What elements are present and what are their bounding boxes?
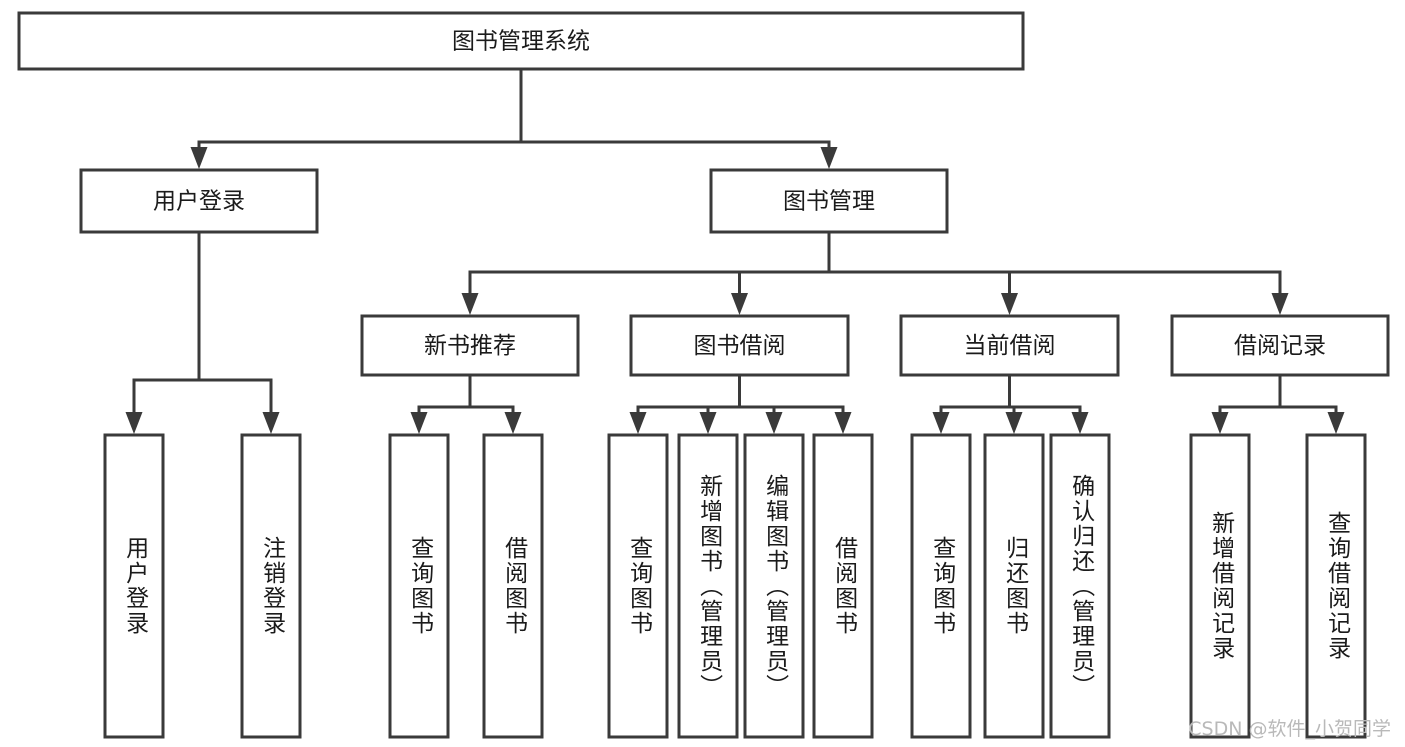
boxes-layer (17, 11, 1390, 739)
node-label-current-borrow: 当前借阅 (964, 333, 1056, 359)
node-label-root: 图书管理系统 (452, 29, 590, 55)
node-box-current-borrow[interactable] (899, 314, 1120, 377)
leaf-box-leaf-add-record[interactable] (1189, 433, 1251, 739)
leaf-box-leaf-query-record[interactable] (1305, 433, 1367, 739)
node-label-new-book-rec: 新书推荐 (424, 333, 516, 359)
connector-borrow-record (1211, 373, 1345, 434)
leaf-box-leaf-query-book-3[interactable] (910, 433, 972, 739)
leaf-box-leaf-user-login[interactable] (103, 433, 165, 739)
node-box-root[interactable] (17, 11, 1025, 71)
connector-current-borrow (932, 373, 1089, 434)
node-label-book-manage: 图书管理 (783, 189, 875, 215)
connector-user-login (125, 230, 280, 434)
node-label-user-login: 用户登录 (153, 189, 245, 215)
node-box-user-login[interactable] (79, 168, 319, 234)
leaf-box-leaf-add-book[interactable] (677, 433, 739, 739)
node-box-book-borrow[interactable] (629, 314, 850, 377)
node-box-new-book-rec[interactable] (360, 314, 580, 377)
leaf-box-leaf-query-book-1[interactable] (388, 433, 450, 739)
connectors-layer (125, 67, 1345, 434)
node-box-book-manage[interactable] (709, 168, 949, 234)
leaf-box-leaf-return-book[interactable] (983, 433, 1045, 739)
connector-book-manage (461, 230, 1289, 315)
leaf-box-leaf-borrow-book-2[interactable] (812, 433, 874, 739)
node-box-borrow-record[interactable] (1170, 314, 1390, 377)
node-label-book-borrow: 图书借阅 (694, 333, 786, 359)
connector-book-borrow (629, 373, 852, 434)
leaf-box-leaf-edit-book[interactable] (743, 433, 805, 739)
leaf-box-leaf-query-book-2[interactable] (607, 433, 669, 739)
leaf-box-leaf-borrow-book-1[interactable] (482, 433, 544, 739)
connector-new-book-rec (410, 373, 522, 434)
connector-root (190, 67, 838, 169)
node-label-borrow-record: 借阅记录 (1234, 333, 1326, 359)
leaf-box-leaf-logout[interactable] (240, 433, 302, 739)
csdn-watermark: CSDN @软件_小贺同学 (1188, 718, 1391, 740)
leaf-box-leaf-confirm-return[interactable] (1049, 433, 1111, 739)
